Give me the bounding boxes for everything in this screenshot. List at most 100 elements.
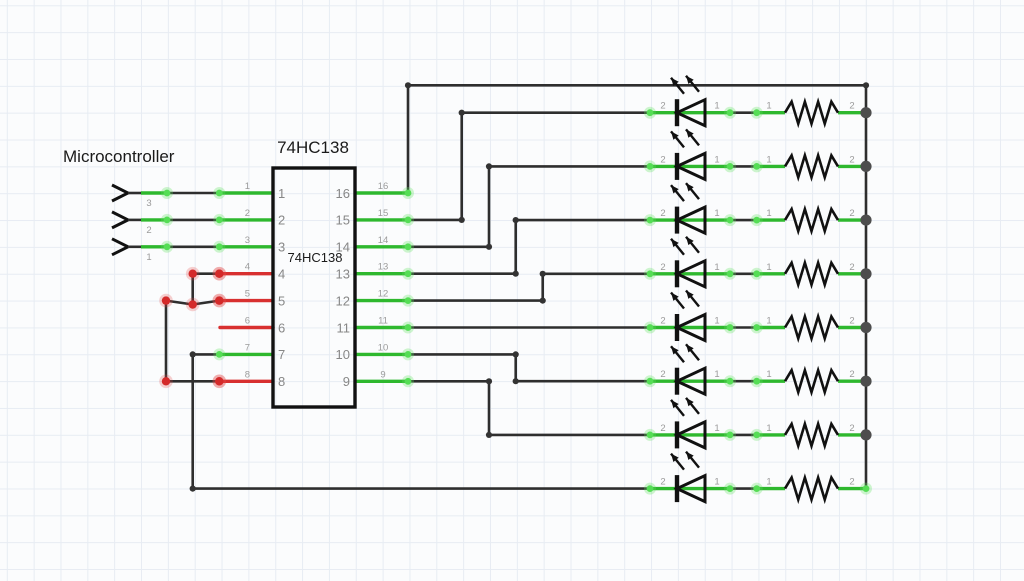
components-layer — [111, 74, 840, 505]
bend-dot — [189, 485, 196, 492]
led-5[interactable] — [670, 289, 707, 343]
ic-pin-number: 7 — [278, 347, 285, 362]
led-2[interactable] — [670, 128, 707, 182]
led-pin-label: 2 — [660, 369, 665, 380]
wire-output-y1[interactable] — [408, 165, 650, 249]
resistor-pin-label: 1 — [766, 369, 771, 380]
red-junction-dot — [188, 269, 197, 278]
resistor-pin-label: 2 — [849, 262, 854, 273]
wire-output-y6[interactable] — [408, 379, 650, 437]
pin-dot — [215, 351, 223, 358]
mcu-pin-arrow[interactable] — [111, 210, 141, 230]
pin-dot — [404, 324, 412, 331]
mcu-pin-net-label: 3 — [146, 198, 151, 209]
bend-dot — [485, 163, 493, 170]
mcu-pin-net-label: 2 — [146, 225, 151, 236]
wire-output-y7[interactable] — [191, 353, 650, 490]
pin-dot — [404, 377, 412, 385]
ic-pin-net-label: 5 — [245, 289, 250, 300]
resistor-1[interactable] — [783, 97, 840, 129]
resistor-4[interactable] — [783, 258, 840, 290]
ic-pin-net-label: 10 — [378, 342, 389, 353]
pin-dot — [646, 270, 654, 278]
ic-pin-net-label: 15 — [378, 208, 389, 219]
bus-junction-dot — [860, 429, 872, 441]
wire-output-y5[interactable] — [408, 353, 650, 383]
led-7[interactable] — [670, 397, 707, 451]
pin-dot — [726, 109, 734, 117]
wire-output-y3[interactable] — [408, 272, 650, 302]
wire-output-y2[interactable] — [408, 218, 650, 276]
led-pin-label: 2 — [660, 423, 665, 434]
led-6[interactable] — [670, 343, 707, 397]
ic-pin-net-label: 1 — [245, 181, 250, 192]
pin-dot — [646, 485, 654, 492]
led-arrowhead — [686, 236, 694, 246]
ic-inner-label: 74HC138 — [288, 250, 343, 265]
ic-pin-number: 11 — [337, 320, 351, 335]
resistor-7[interactable] — [783, 419, 840, 451]
pin-dot — [753, 485, 761, 492]
pin-dot — [404, 297, 412, 304]
bend-dot — [485, 431, 493, 438]
pin-dot — [753, 163, 761, 170]
ic-pin-net-label: 12 — [378, 289, 389, 300]
led-4[interactable] — [670, 236, 707, 290]
resistor-pin-label: 2 — [849, 154, 854, 165]
led-8[interactable] — [670, 450, 707, 504]
resistor-zigzag — [783, 419, 840, 451]
arrow-glyph — [111, 210, 132, 230]
led-arrowhead — [686, 75, 694, 85]
mcu-pin-arrow[interactable] — [111, 183, 141, 203]
ic-pin-number: 1 — [278, 186, 285, 201]
bend-dot — [512, 378, 519, 385]
resistor-8[interactable] — [783, 473, 840, 505]
led-pin-label: 2 — [660, 262, 665, 273]
wires-layer — [164, 84, 868, 490]
ic-pin-number: 8 — [278, 374, 285, 389]
wire-vcc-bus[interactable] — [406, 84, 868, 489]
bend-dot — [458, 109, 465, 116]
resistor-3[interactable] — [783, 204, 840, 236]
resistor-pin-label: 1 — [766, 208, 771, 219]
resistor-6[interactable] — [783, 365, 840, 397]
wire-enable-net[interactable] — [164, 272, 220, 383]
ic-title: 74HC138 — [277, 138, 349, 157]
resistor-5[interactable] — [783, 311, 840, 344]
red-junction-dot — [161, 296, 171, 305]
led-pin-label: 1 — [714, 369, 719, 380]
ic-pin-number: 10 — [336, 347, 350, 362]
led-pin-label: 1 — [714, 208, 719, 219]
led-arrowhead — [671, 292, 679, 301]
ic-pin-number: 9 — [343, 374, 350, 389]
led-pin-label: 1 — [714, 316, 719, 327]
led-1[interactable] — [670, 74, 707, 129]
ic-74hc138[interactable] — [271, 166, 357, 409]
pin-dot — [726, 324, 734, 331]
mcu-pin-arrow[interactable] — [111, 237, 141, 257]
ic-pin-net-label: 9 — [380, 369, 385, 380]
pin-dot — [646, 163, 654, 170]
bus-junction-dot — [860, 375, 872, 387]
resistor-2[interactable] — [783, 150, 840, 182]
wire-output-y0[interactable] — [408, 111, 650, 222]
led-3[interactable] — [670, 182, 707, 236]
bus-junction-dot — [860, 214, 872, 226]
led-pin-label: 2 — [660, 316, 665, 327]
ic-pin-net-label: 2 — [245, 208, 250, 219]
bus-junction-dot — [860, 107, 872, 119]
resistor-pin-label: 2 — [849, 316, 854, 327]
pin-dot — [646, 109, 654, 117]
ic-pin-number: 3 — [278, 240, 285, 255]
red-junction-dot — [215, 296, 224, 305]
pin-dot — [726, 431, 734, 439]
ic-pin-net-label: 14 — [378, 235, 389, 246]
bend-dot — [512, 270, 519, 277]
ic-pin-number: 15 — [336, 213, 350, 228]
bend-dot — [485, 243, 493, 250]
resistor-pin-label: 2 — [849, 423, 854, 434]
ic-pin-number: 2 — [278, 213, 285, 228]
led-pin-label: 2 — [660, 101, 665, 112]
ic-body[interactable] — [271, 166, 357, 409]
